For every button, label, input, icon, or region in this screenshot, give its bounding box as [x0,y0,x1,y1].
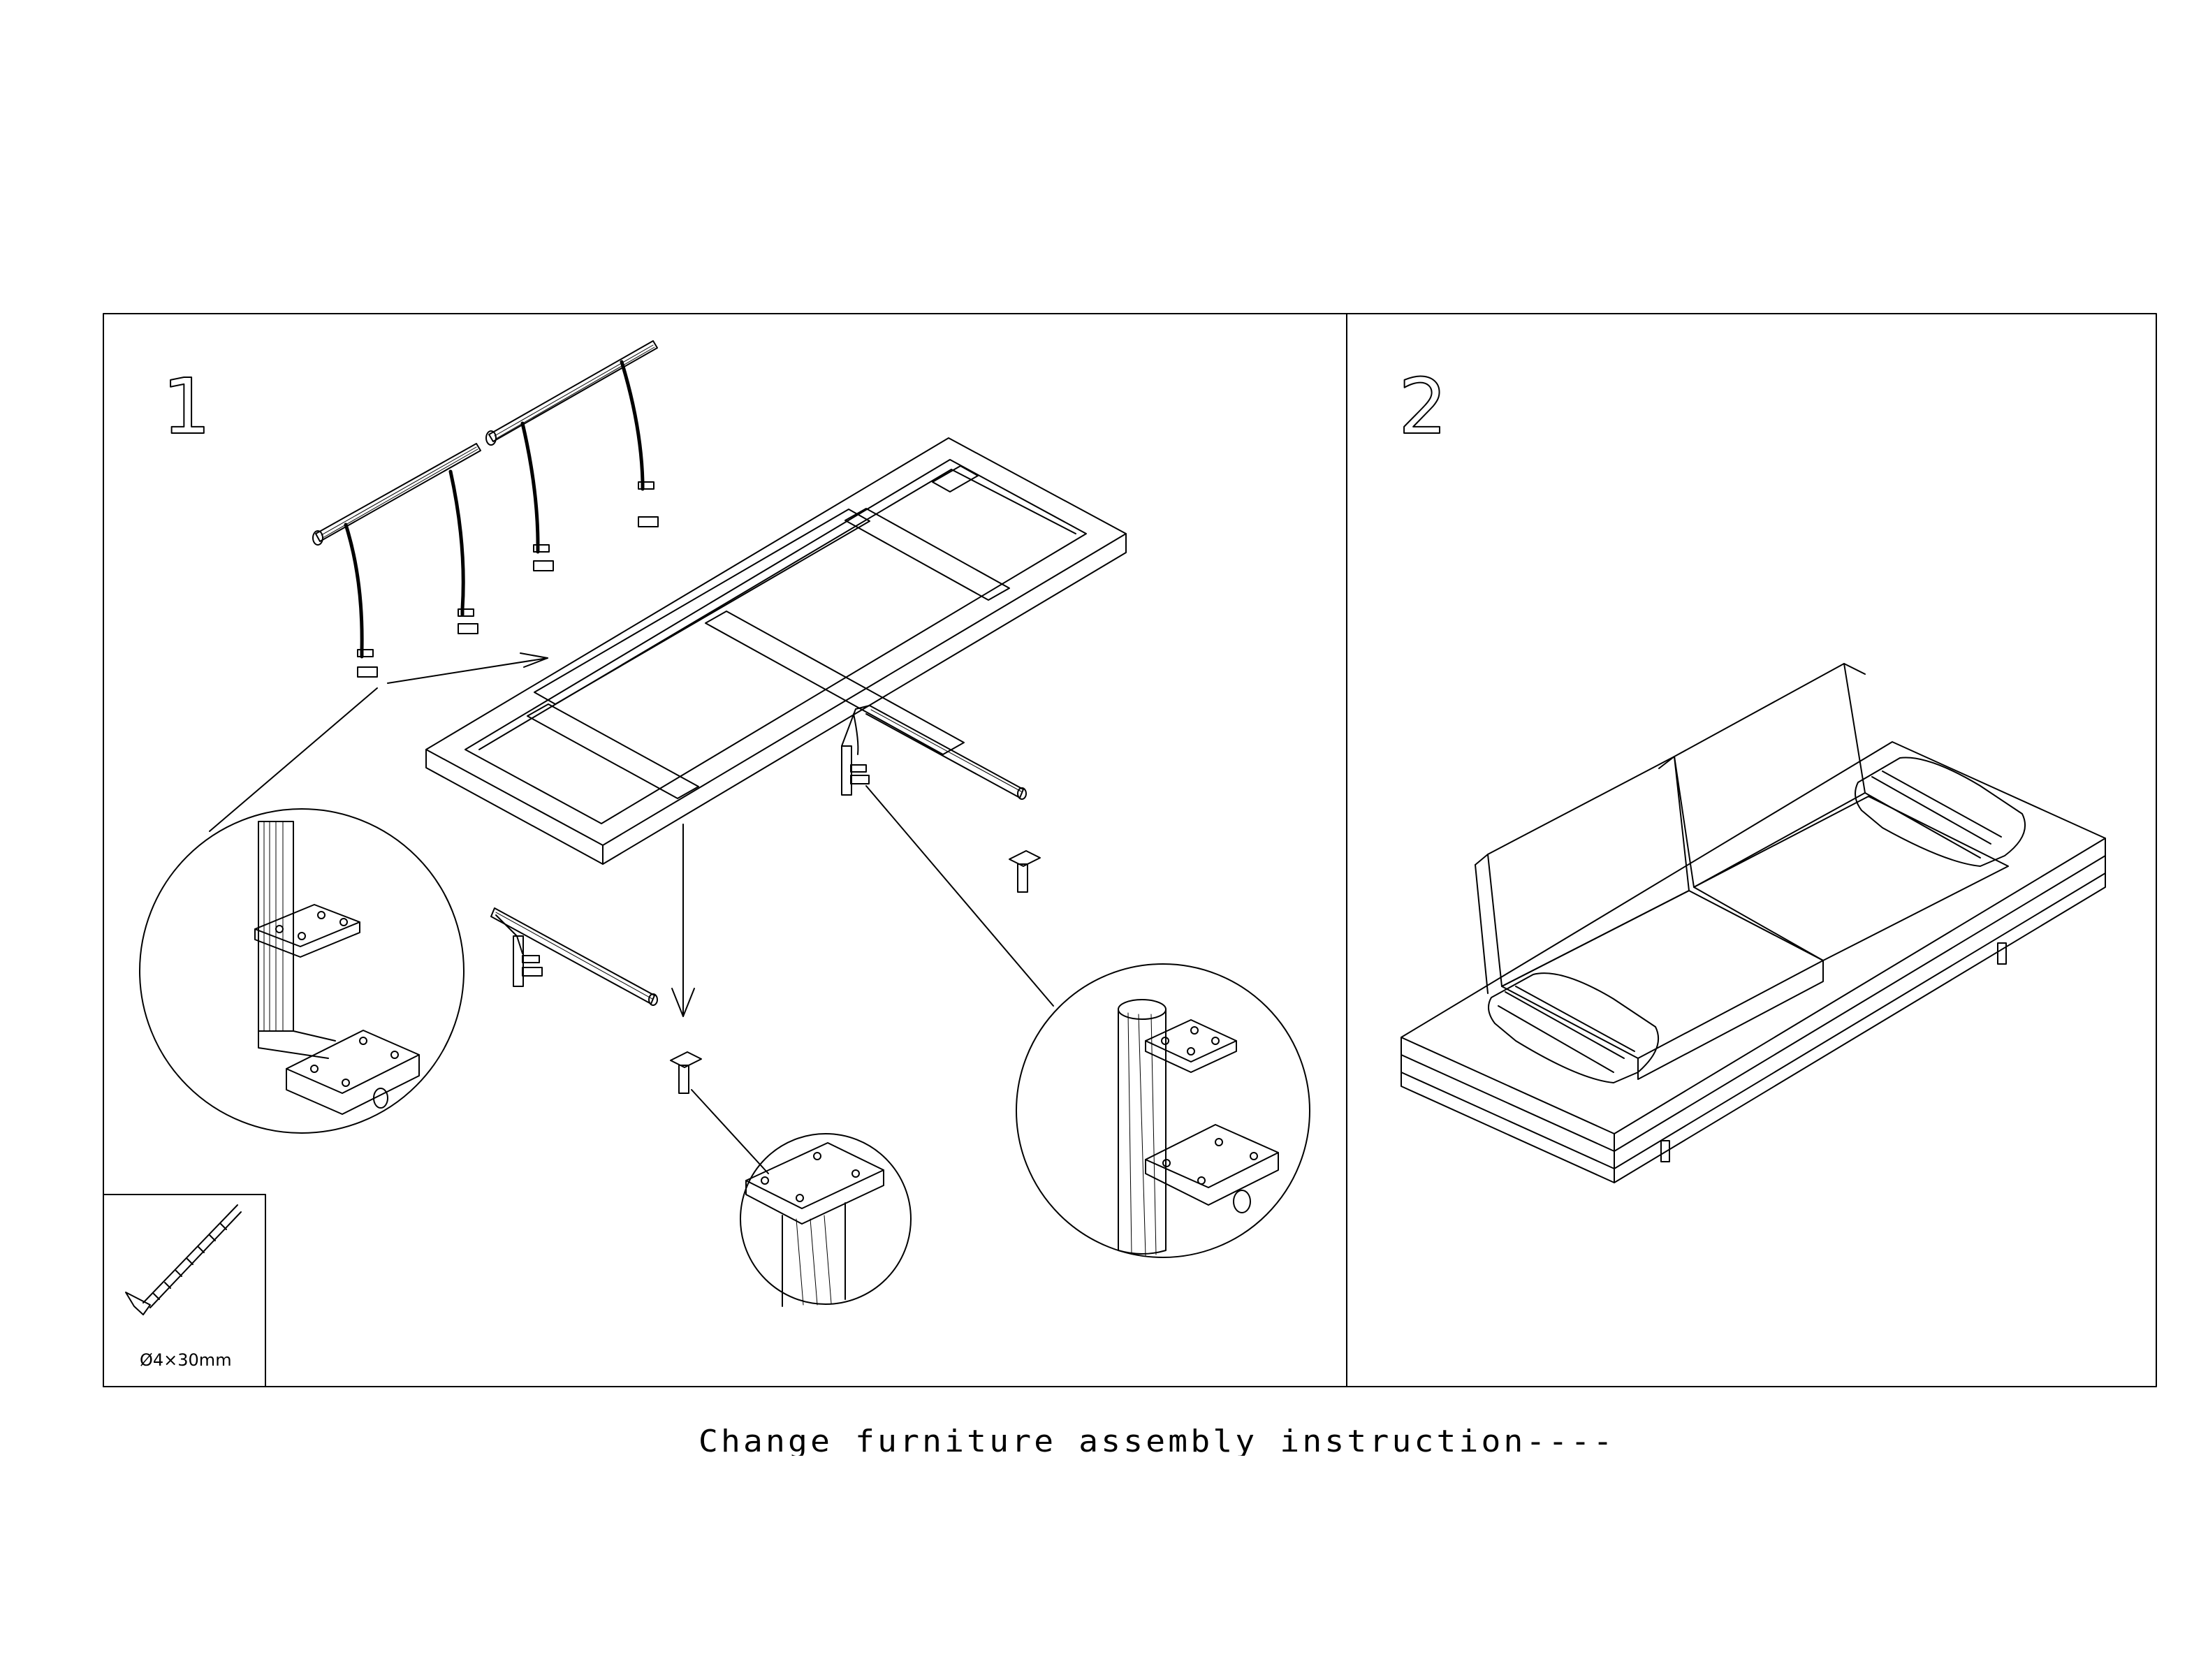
document-caption: Change furniture assembly instruction---… [699,1424,1608,1456]
screw-spec-label: Ø4×30mm [140,1350,232,1370]
front-leg-right [841,705,1027,800]
base-frame-drawing [425,437,1127,865]
detail-circle-left [139,687,465,1134]
screw-icon [125,1204,242,1315]
insert-arrow [387,652,548,684]
small-leg-2 [1009,850,1041,893]
screw-inset-frame [103,1194,266,1387]
leader-line-right [865,785,1054,1007]
outer-frame [103,313,2157,1387]
bolster-right [1855,757,2026,867]
back-leg-assembly-1 [312,443,481,678]
front-leg-left [490,907,658,1006]
detail-circle-bottom [740,1133,912,1307]
back-leg-assembly-2 [485,340,659,571]
step-2-number: 2 [1398,362,1447,451]
detail-circle-right [1016,963,1310,1258]
leader-line-bottom [691,1089,769,1174]
bolster-left [1488,972,1660,1083]
assembled-sofa-drawing [1401,663,2106,1183]
panel-frames [103,313,2157,1387]
step-1-number: 1 [162,362,211,451]
down-arrow [671,824,695,1017]
small-leg-1 [670,1051,702,1094]
